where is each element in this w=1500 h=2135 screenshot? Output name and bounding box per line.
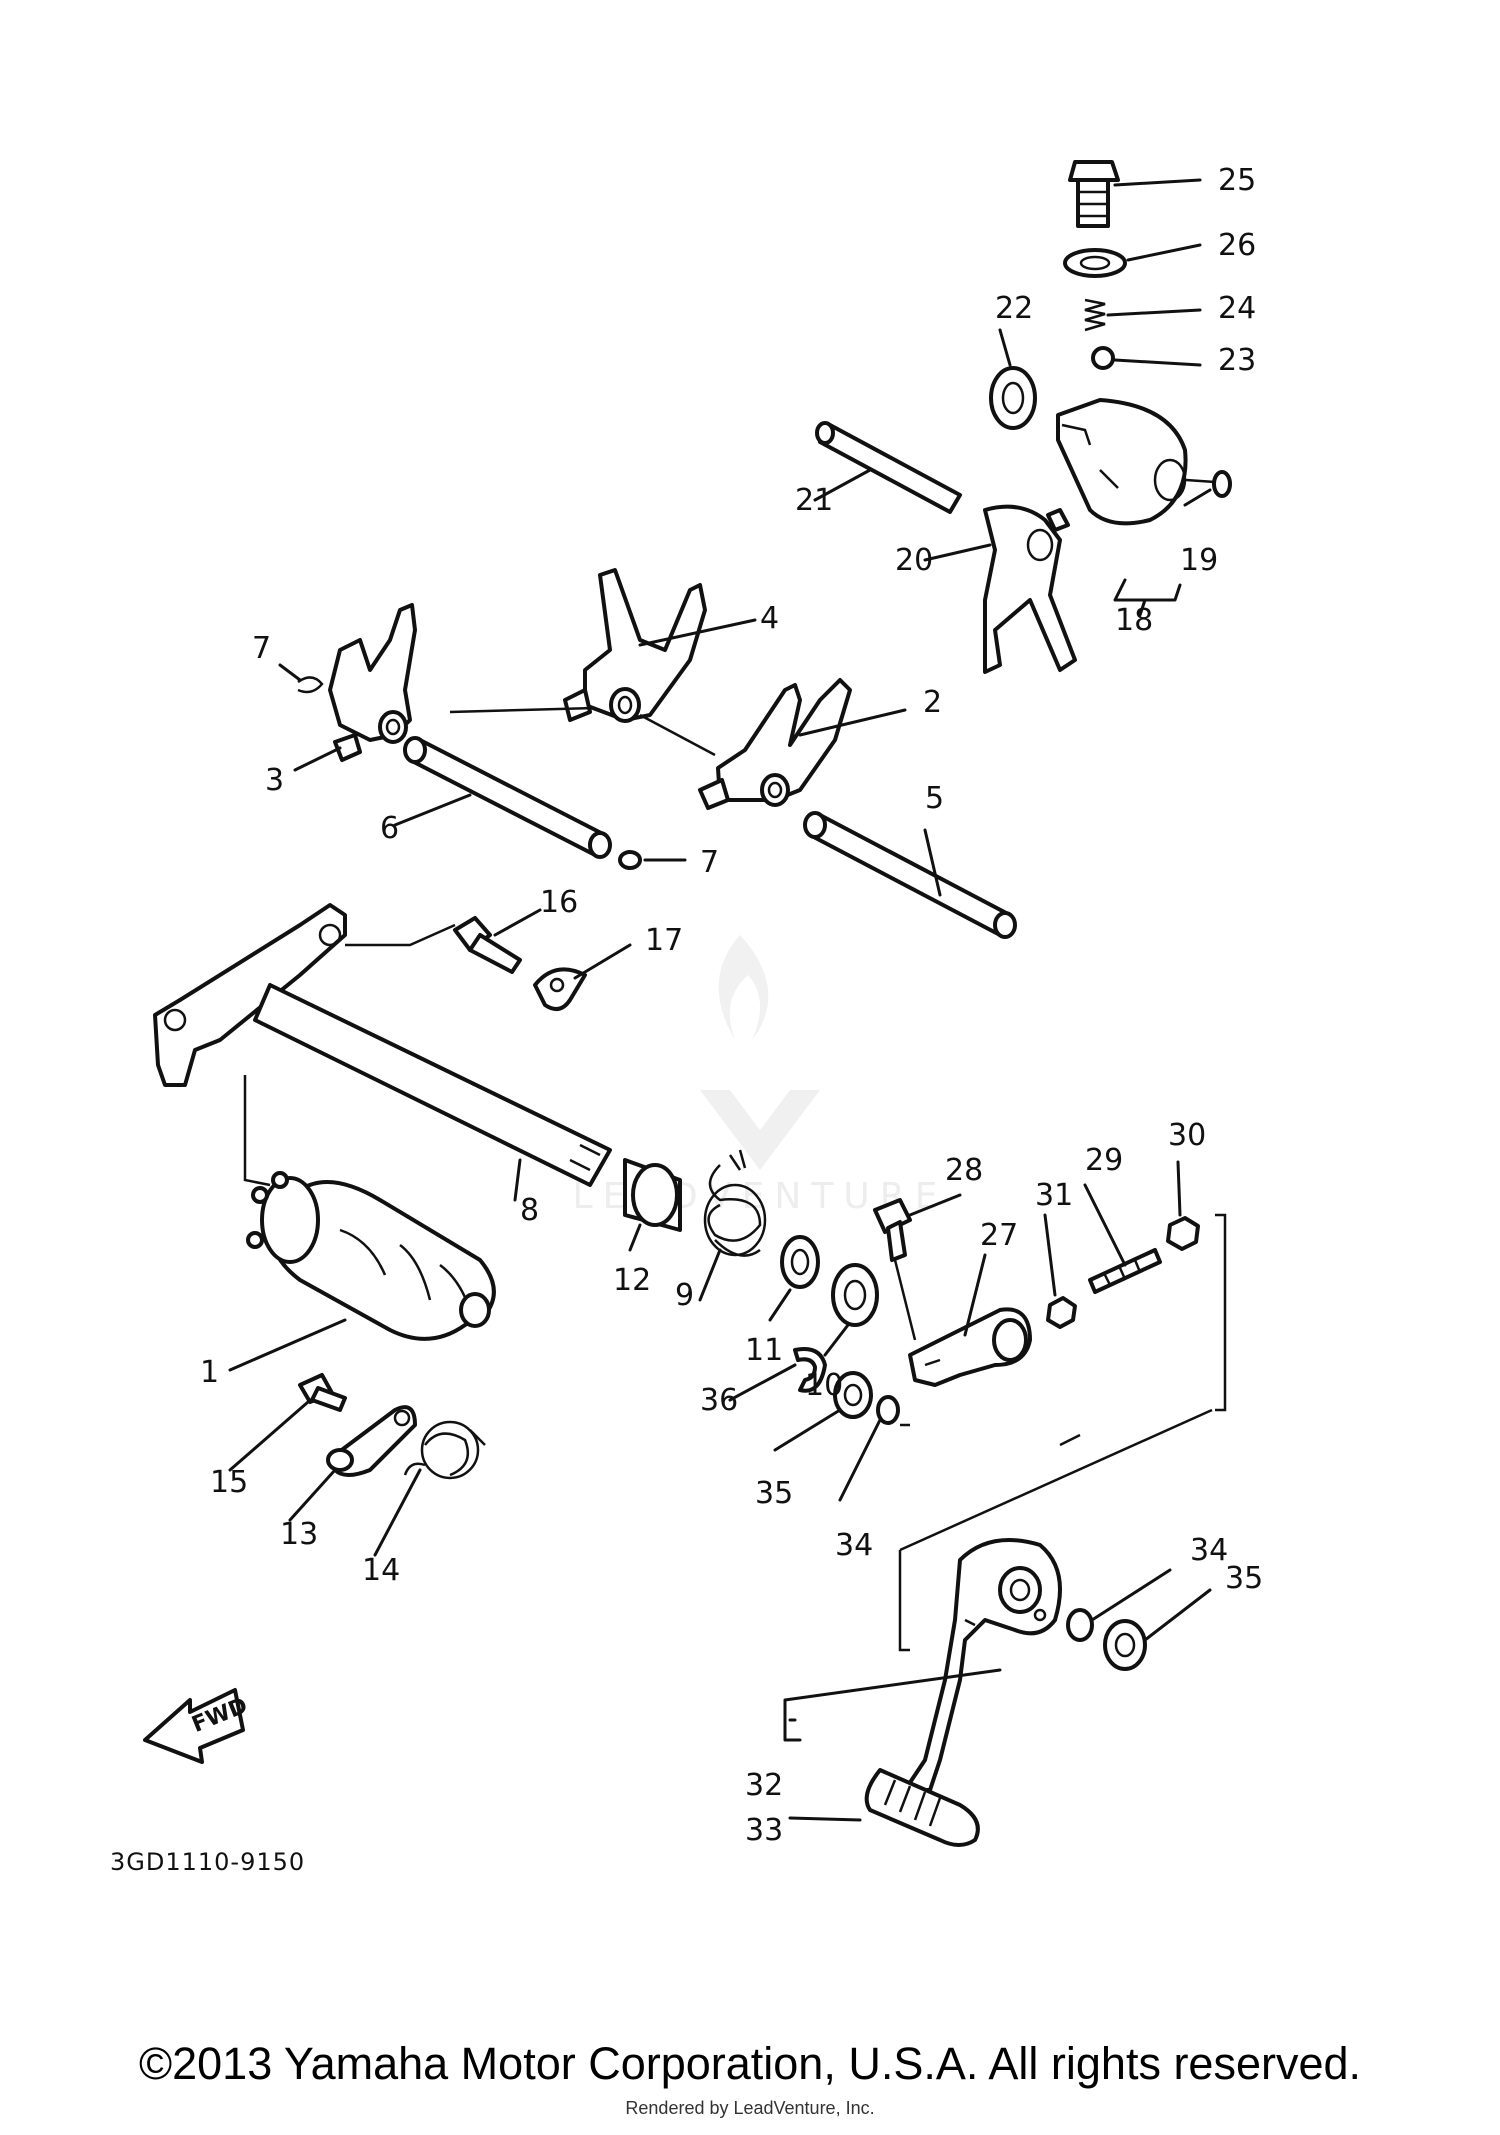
part-label-12: 12 (613, 1263, 651, 1298)
part-label-35: 35 (1225, 1561, 1263, 1596)
part-number-labels: 1234567789101112131415161718192021222324… (200, 163, 1263, 1848)
part-27-shift-lever (908, 1307, 1032, 1387)
part-2-shift-fork (698, 678, 852, 810)
part-30-nut (1166, 1216, 1200, 1251)
part-32-shift-pedal (903, 1538, 1062, 1792)
part-label-32: 32 (745, 1768, 783, 1803)
part-14-return-spring (403, 1420, 486, 1480)
part-label-18: 18 (1115, 603, 1153, 638)
part-29-tie-rod (1088, 1248, 1162, 1294)
part-label-19: 19 (1180, 543, 1218, 578)
part-1-shift-drum (246, 1171, 496, 1341)
part-label-1: 1 (200, 1355, 219, 1390)
part-35-washer-right (1103, 1619, 1147, 1671)
part-label-7: 7 (700, 845, 719, 880)
part-6-guide-bar (403, 736, 612, 859)
part-31-nut (1046, 1296, 1077, 1329)
part-4-shift-fork (563, 568, 707, 723)
part-label-20: 20 (895, 543, 933, 578)
part-17-lock-washer (533, 967, 587, 1011)
part-label-36: 36 (700, 1383, 738, 1418)
part-label-13: 13 (280, 1517, 318, 1552)
part-label-17: 17 (645, 923, 683, 958)
part-label-4: 4 (760, 601, 779, 636)
part-7-clip-upper (297, 676, 324, 694)
part-label-9: 9 (675, 1278, 694, 1313)
part-35-washer-left (833, 1371, 873, 1419)
part-label-26: 26 (1218, 228, 1256, 263)
figure-code: 3GD1110-9150 (110, 1848, 305, 1876)
part-18-segment (1056, 398, 1188, 526)
part-25-bolt (1068, 160, 1120, 228)
part-label-16: 16 (540, 885, 578, 920)
part-label-10: 10 (805, 1368, 843, 1403)
part-label-28: 28 (945, 1153, 983, 1188)
part-label-2: 2 (923, 685, 942, 720)
part-5-guide-bar (803, 811, 1017, 939)
part-7-clip-lower (618, 850, 642, 870)
copyright-notice: ©2013 Yamaha Motor Corporation, U.S.A. A… (138, 2038, 1362, 2089)
part-16-bolt (453, 916, 522, 974)
part-label-27: 27 (980, 1218, 1018, 1253)
part-label-11: 11 (745, 1333, 783, 1368)
part-label-24: 24 (1218, 291, 1256, 326)
part-label-25: 25 (1218, 163, 1256, 198)
part-33-pedal-rubber (864, 1768, 980, 1847)
part-label-22: 22 (995, 291, 1033, 326)
part-label-34: 34 (1190, 1533, 1228, 1568)
part-11-washer (780, 1235, 820, 1289)
part-8-shift-shaft (153, 903, 612, 1187)
part-label-21: 21 (795, 483, 833, 518)
part-9-torsion-spring (703, 1149, 767, 1257)
part-34-oring-right (1066, 1608, 1094, 1642)
part-22-oil-seal (989, 366, 1037, 430)
part-20-shift-fork (983, 504, 1077, 674)
part-34-oring-left (876, 1395, 900, 1425)
part-label-14: 14 (362, 1553, 400, 1588)
part-13-stopper-lever (326, 1405, 417, 1477)
part-12-collar (623, 1158, 682, 1232)
part-26-washer (1063, 248, 1127, 278)
part-label-3: 3 (265, 763, 284, 798)
part-label-35: 35 (755, 1476, 793, 1511)
part-label-7: 7 (252, 631, 271, 666)
part-19-screw (1185, 470, 1232, 498)
part-label-23: 23 (1218, 343, 1256, 378)
part-15-bolt (298, 1373, 347, 1412)
part-label-15: 15 (210, 1465, 248, 1500)
part-label-31: 31 (1035, 1178, 1073, 1213)
part-36-circlip (793, 1347, 827, 1393)
part-10-oil-seal (831, 1263, 879, 1327)
part-label-33: 33 (745, 1813, 783, 1848)
part-label-34: 34 (835, 1528, 873, 1563)
part-28-bolt (873, 1198, 912, 1262)
part-label-30: 30 (1168, 1118, 1206, 1153)
part-23-ball (1091, 346, 1115, 370)
part-label-29: 29 (1085, 1143, 1123, 1178)
part-21-guide-bar (815, 421, 962, 514)
leader-lines (228, 178, 1212, 1822)
part-24-spring (1084, 298, 1106, 332)
part-label-5: 5 (925, 781, 944, 816)
part-label-6: 6 (380, 811, 399, 846)
part-label-8: 8 (520, 1193, 539, 1228)
fwd-direction-arrow: FWD (143, 1688, 251, 1764)
part-3-shift-fork (328, 603, 417, 762)
rendered-by-notice: Rendered by LeadVenture, Inc. (625, 2098, 875, 2118)
